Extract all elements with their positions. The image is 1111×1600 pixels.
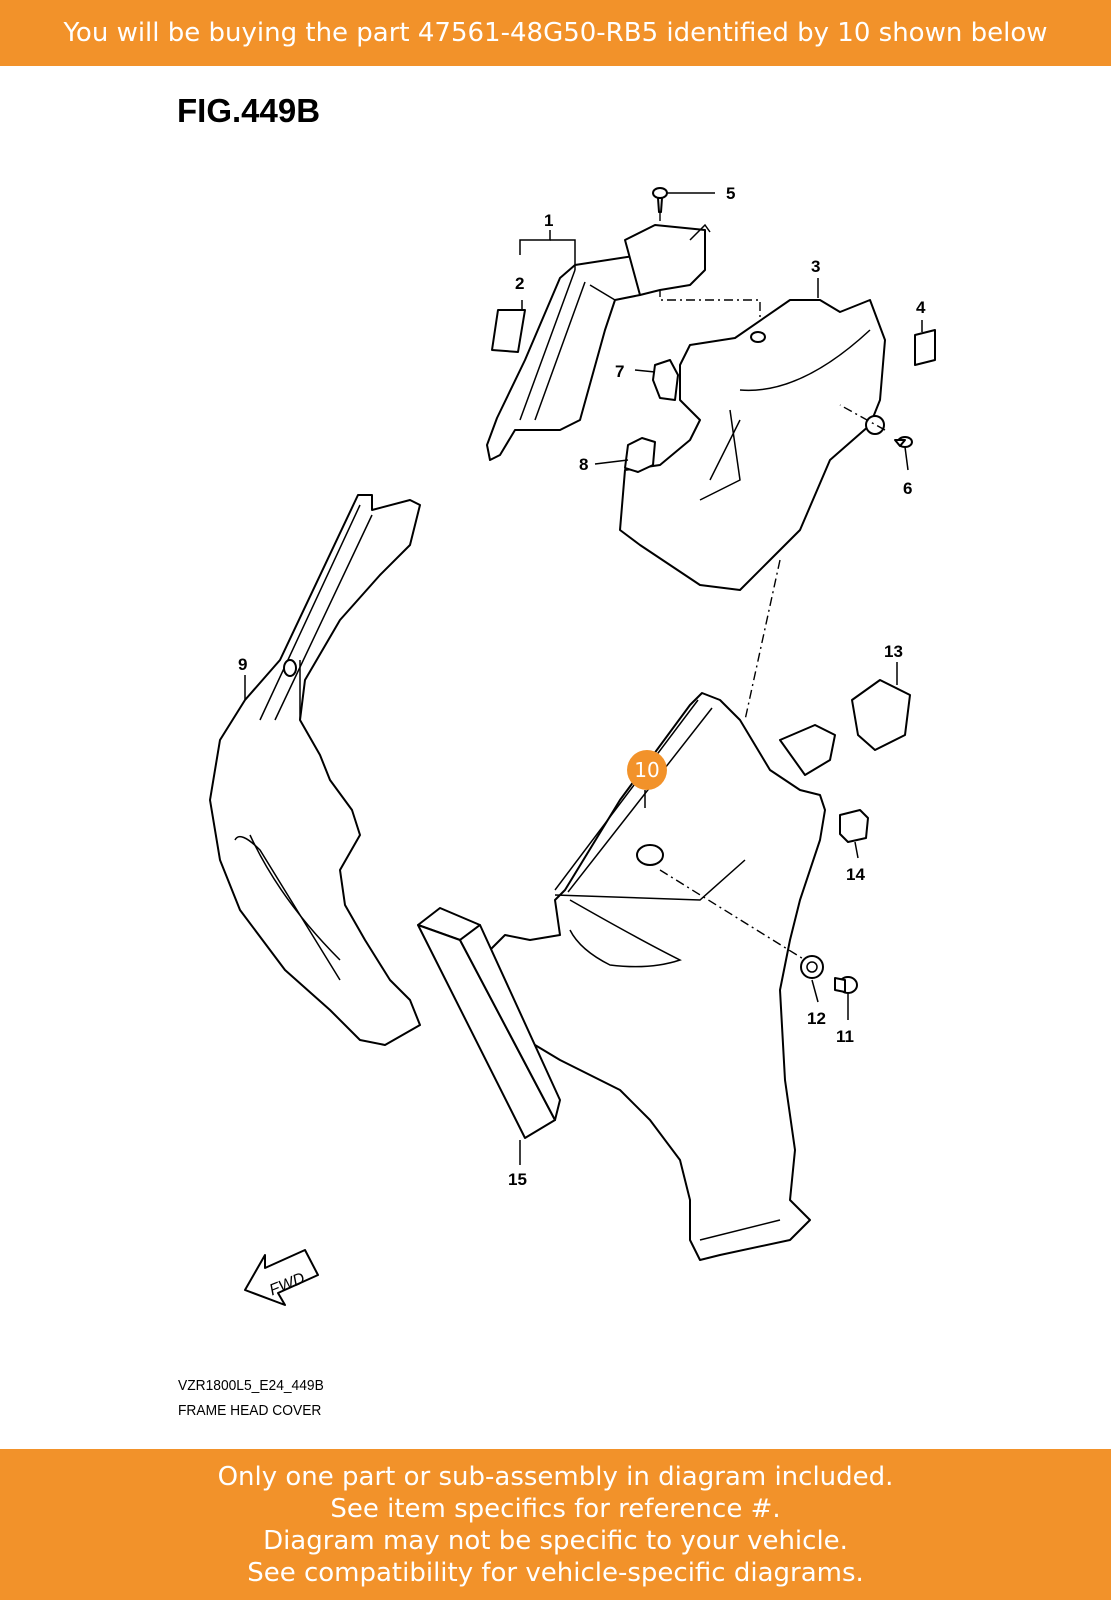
callout-14: 14 <box>846 865 865 884</box>
callout-15: 15 <box>508 1170 527 1189</box>
part-13-pad <box>851 679 911 751</box>
callout-10: 10 <box>634 758 659 782</box>
callout-11: 11 <box>836 1027 854 1046</box>
part-12-grommet <box>800 955 824 1003</box>
fwd-arrow-icon: FWD <box>244 1249 319 1306</box>
footer-line-1: Only one part or sub-assembly in diagram… <box>217 1462 894 1492</box>
figure-title: FIG.449B <box>177 92 321 129</box>
callout-3: 3 <box>811 257 820 276</box>
callout-5: 5 <box>726 184 735 203</box>
top-banner: You will be buying the part 47561-48G50-… <box>0 0 1111 66</box>
part-7-clip <box>652 359 679 401</box>
part-8-clip <box>624 437 656 473</box>
part-6-screw <box>839 404 913 471</box>
part-5-screw <box>652 187 761 332</box>
part-15-strip <box>417 907 561 1165</box>
callout-1: 1 <box>544 211 553 230</box>
part-1-bracket <box>486 254 641 461</box>
callout-6: 6 <box>903 479 912 498</box>
part-4-clip <box>914 329 936 366</box>
callout-12: 12 <box>807 1009 826 1028</box>
bottom-banner: Only one part or sub-assembly in diagram… <box>0 1449 1111 1600</box>
footer-line-4: See compatibility for vehicle-specific d… <box>247 1558 864 1588</box>
callout-8: 8 <box>579 455 588 474</box>
banner-text: You will be buying the part 47561-48G50-… <box>63 18 1048 48</box>
footer-line-3: Diagram may not be specific to your vehi… <box>263 1526 848 1556</box>
callout-9: 9 <box>238 655 247 674</box>
callout-2: 2 <box>515 274 524 293</box>
assembly-line-3-10 <box>744 559 781 721</box>
part-3-cover <box>619 299 886 591</box>
footer-line-2: See item specifics for reference #. <box>330 1494 781 1524</box>
part-1-top-piece <box>624 223 711 296</box>
callout-4: 4 <box>916 298 926 317</box>
diagram-code: VZR1800L5_E24_449B <box>178 1377 324 1394</box>
diagram-caption: FRAME HEAD COVER <box>178 1402 322 1419</box>
highlight-badge <box>627 750 667 790</box>
part-9-left-cover <box>209 494 421 1046</box>
callout-7: 7 <box>615 362 624 381</box>
part-2-label <box>491 309 526 353</box>
callout-13: 13 <box>884 642 903 661</box>
part-11-screw <box>834 976 858 1020</box>
leader-lines <box>244 230 923 808</box>
part-14-clip <box>839 809 869 859</box>
part-10-frame-head-cover <box>484 692 836 1261</box>
